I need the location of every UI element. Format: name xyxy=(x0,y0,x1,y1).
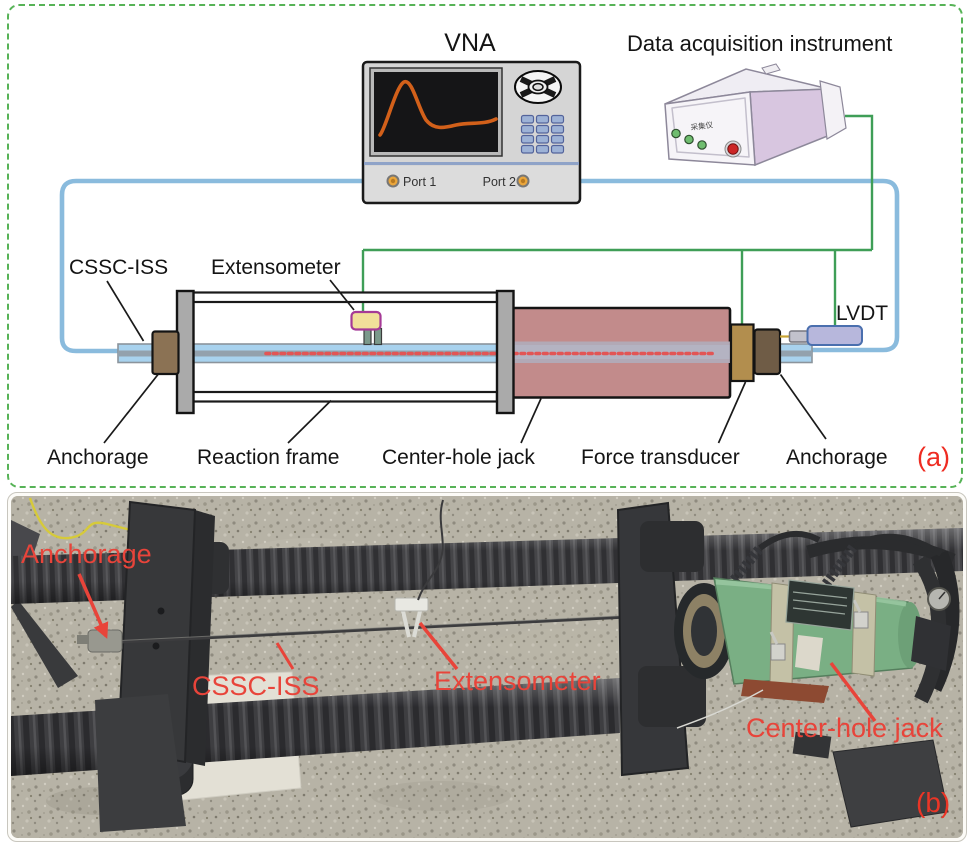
right-top-collar xyxy=(640,521,704,572)
photo-label-extensometer: Extensometer xyxy=(434,666,601,696)
daq-red-button[interactable] xyxy=(724,140,742,158)
vna-separator xyxy=(364,162,579,165)
photo-area: Anchorage CSSC-ISS Extensometer Center-h… xyxy=(11,496,963,838)
label-anchorage-left: Anchorage xyxy=(47,446,149,469)
jack-spring-left xyxy=(730,544,764,584)
label-anchorage-right: Anchorage xyxy=(786,446,888,469)
port1-connector xyxy=(386,174,400,188)
floor-shading xyxy=(46,538,651,815)
anchorage-right-block xyxy=(753,328,782,376)
jack-right-fitting xyxy=(911,616,951,671)
photo-recreation xyxy=(11,496,963,838)
extensometer-leader xyxy=(418,621,459,671)
jack-leader xyxy=(829,661,877,723)
top-threaded-rod xyxy=(11,528,963,604)
leader-cssc-iss xyxy=(106,280,145,342)
vna-screen xyxy=(374,72,498,152)
vna-trace-curve xyxy=(378,80,498,137)
leader-extensometer xyxy=(329,279,355,311)
jack-name-plate xyxy=(785,579,855,631)
test-rig xyxy=(117,289,863,415)
port2-connector xyxy=(516,174,530,188)
daq-title: Data acquisition instrument xyxy=(627,31,893,56)
vna-dial[interactable] xyxy=(514,70,562,104)
daq-right-bumper xyxy=(819,80,847,140)
jack-base-pad xyxy=(741,679,829,703)
right-reaction-plate xyxy=(616,501,706,777)
floor-block xyxy=(792,731,832,759)
extensometer-body xyxy=(350,310,382,331)
vna-device: Port 1 Port 2 xyxy=(361,60,582,205)
label-force-transducer: Force transducer xyxy=(581,446,740,469)
strap-buckle-left xyxy=(770,643,786,661)
vna-keypad[interactable] xyxy=(520,114,565,154)
daq-back-tab xyxy=(761,63,781,75)
extensometer-cable xyxy=(417,499,444,601)
schematic-drawing: Port 1 Port 2 采集仪 xyxy=(59,60,900,444)
label-center-hole-jack: Center-hole jack xyxy=(382,446,535,469)
port2-label: Port 2 xyxy=(483,175,516,189)
leader-force-transducer xyxy=(717,381,747,444)
daq-front-label: 采集仪 xyxy=(690,119,714,132)
photo-label-center-hole-jack: Center-hole jack xyxy=(746,713,943,743)
jack-thin-wire xyxy=(676,689,764,729)
jack-spring-right xyxy=(821,543,859,587)
photo-label-anchorage: Anchorage xyxy=(21,539,152,569)
wire-port2-to-specimen xyxy=(520,178,900,353)
right-bottom-collar xyxy=(638,666,706,727)
label-extensometer: Extensometer xyxy=(211,256,341,279)
specimen-strand xyxy=(77,614,649,653)
anchorage-left-block xyxy=(151,330,180,376)
photo-label-cssc-iss: CSSC-ISS xyxy=(192,671,320,701)
floor-debris-bar xyxy=(11,600,78,688)
daq-wires xyxy=(361,114,874,327)
strand-tip xyxy=(77,635,89,644)
wire-port1-to-specimen xyxy=(59,178,396,354)
cssc-leader xyxy=(275,642,295,670)
photo-extensometer xyxy=(394,499,444,638)
leader-lines xyxy=(103,279,827,444)
photo-annotations xyxy=(77,573,877,723)
floor-plate xyxy=(832,739,949,828)
daq-green-buttons[interactable] xyxy=(671,128,707,150)
anchorage-arrow xyxy=(77,573,109,639)
lvdt-body xyxy=(806,325,863,346)
vna-bottom-strip xyxy=(365,166,578,201)
leader-center-hole-jack xyxy=(520,398,542,444)
leader-anchorage-left xyxy=(103,373,159,444)
panel-a-dashed-border xyxy=(7,4,963,488)
label-lvdt: LVDT xyxy=(836,302,889,325)
vna-title: VNA xyxy=(444,29,496,57)
label-reaction-frame: Reaction frame xyxy=(197,446,340,469)
panel-b-tag: (b) xyxy=(916,787,951,818)
wire-daq-drop xyxy=(845,114,874,250)
leader-reaction-frame xyxy=(287,399,332,444)
panel-a-tag: (a) xyxy=(917,442,950,472)
label-cssc-iss: CSSC-ISS xyxy=(69,256,169,279)
floor-debris-stub xyxy=(11,520,40,565)
daq-device: 采集仪 xyxy=(664,63,847,167)
reaction-frame-right-plate xyxy=(495,289,515,415)
photo-center-hole-jack xyxy=(674,530,951,729)
leader-anchorage-right xyxy=(779,374,827,440)
vna-wires xyxy=(59,178,900,354)
photo-panel: Anchorage CSSC-ISS Extensometer Center-h… xyxy=(7,492,967,842)
strap-buckle-right xyxy=(853,611,869,629)
jack-sticker xyxy=(795,635,823,671)
port1-label: Port 1 xyxy=(403,175,436,189)
schematic-panel: Port 1 Port 2 采集仪 xyxy=(7,4,963,488)
